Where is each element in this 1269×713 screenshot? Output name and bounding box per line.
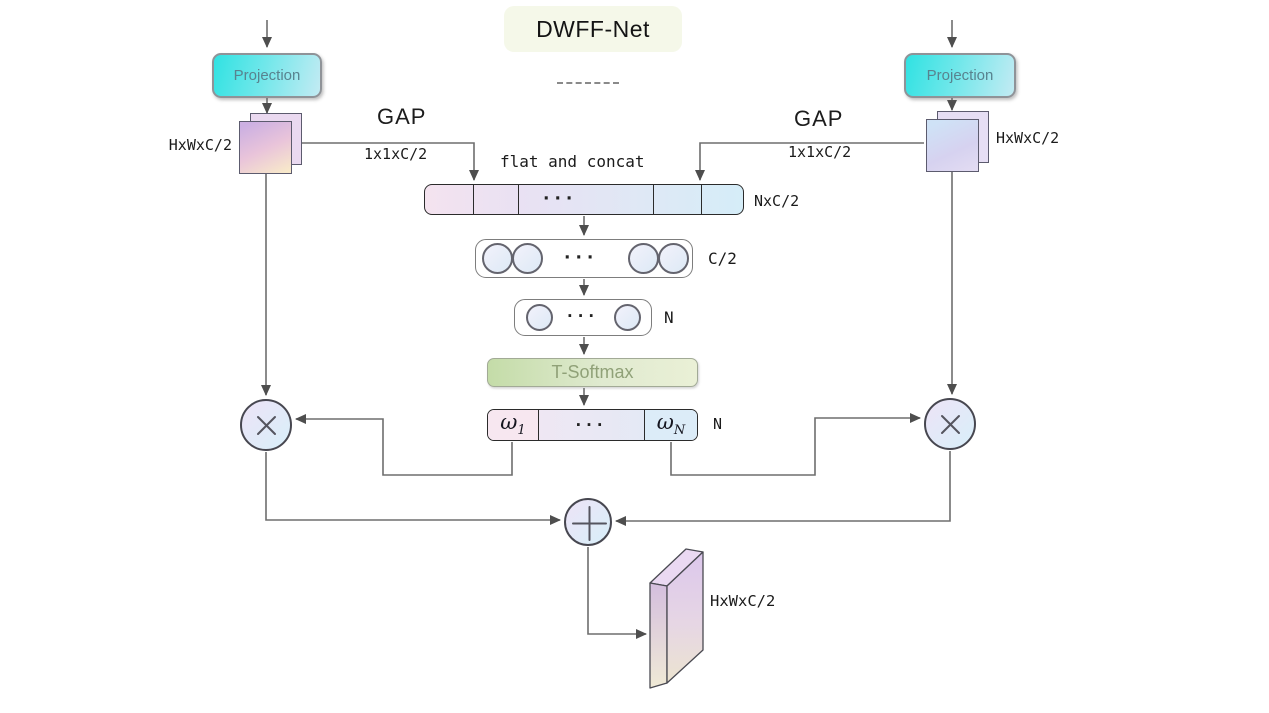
multiply-icon [941, 415, 960, 434]
slab-front-face [649, 582, 668, 689]
t-softmax-label: T-Softmax [551, 362, 634, 382]
fc-layer2-dim-label: N [664, 308, 674, 327]
neuron [658, 242, 689, 274]
weights-vector-bar: ω1 ··· ωN [487, 409, 698, 441]
arrow-square-to-bar-right [695, 142, 924, 181]
omega-1-symbol: ω [500, 410, 518, 435]
feature-map-right-front [926, 119, 979, 172]
neuron [482, 242, 513, 274]
arrow-weightN-to-multiply-right [670, 413, 921, 476]
projection-box-left: Projection [212, 53, 322, 98]
gap-output-shape-left: 1x1xC/2 [364, 145, 428, 163]
arrow-weight1-to-multiply-left [295, 414, 513, 476]
output-tensor-shape-label: HxWxC/2 [710, 592, 776, 610]
plus-icon [572, 506, 607, 541]
neuron [628, 242, 659, 274]
omega-N-symbol: ω [656, 410, 674, 435]
ellipsis-dots: ··· [564, 248, 599, 268]
bar-divider [518, 185, 520, 214]
gap-label-left: GAP [377, 104, 427, 129]
ellipsis-dots: ··· [567, 307, 600, 325]
multiply-node-right [924, 398, 976, 450]
tensor-shape-label-right: HxWxC/2 [996, 129, 1060, 147]
flat-concat-label: flat and concat [500, 152, 645, 171]
t-softmax-box: T-Softmax [487, 358, 698, 387]
concat-shape-label: NxC/2 [754, 192, 800, 210]
bar-divider [701, 185, 703, 214]
feature-map-left-front [239, 121, 292, 174]
diagram-title: DWFF-Net [536, 15, 650, 42]
dashed-separator [557, 82, 619, 84]
output-tensor-slab [649, 548, 704, 689]
multiply-icon [257, 416, 276, 435]
fc-layer1-dim-label: C/2 [708, 249, 737, 268]
projection-box-right: Projection [904, 53, 1016, 98]
ellipsis-dots: ··· [575, 416, 608, 434]
weight-N-cell: ωN [645, 410, 697, 440]
gap-output-shape-right: 1x1xC/2 [788, 143, 852, 161]
weights-dim-label: N [713, 415, 723, 433]
neuron [614, 303, 641, 331]
tensor-shape-label-left: HxWxC/2 [168, 136, 232, 154]
fc-layer2: ··· [514, 299, 652, 336]
arrow-square-to-bar-left [292, 142, 479, 181]
gap-label-right: GAP [794, 106, 844, 131]
arrow-multiply-right-to-add [615, 451, 951, 526]
arrow-multiply-left-to-add [265, 452, 561, 525]
arrow-add-to-output [587, 547, 647, 639]
fc-layer1: ··· [475, 239, 693, 278]
bar-divider [653, 185, 655, 214]
diagram-title-box: DWFF-Net [504, 6, 682, 52]
projection-label-right: Projection [926, 67, 994, 84]
omega-N-subscript: N [673, 423, 686, 439]
projection-label-left: Projection [233, 67, 301, 84]
multiply-node-left [240, 399, 292, 451]
omega-1-subscript: 1 [517, 423, 526, 439]
bar-divider [473, 185, 475, 214]
weight-1-cell: ω1 [488, 410, 538, 440]
ellipsis-dots: ··· [543, 189, 578, 209]
slab-right-face [666, 551, 704, 684]
weights-middle-cell: ··· [538, 410, 645, 440]
neuron [526, 303, 553, 331]
neuron [512, 242, 543, 274]
add-node [564, 498, 612, 546]
concat-vector-bar: ··· [424, 184, 744, 215]
